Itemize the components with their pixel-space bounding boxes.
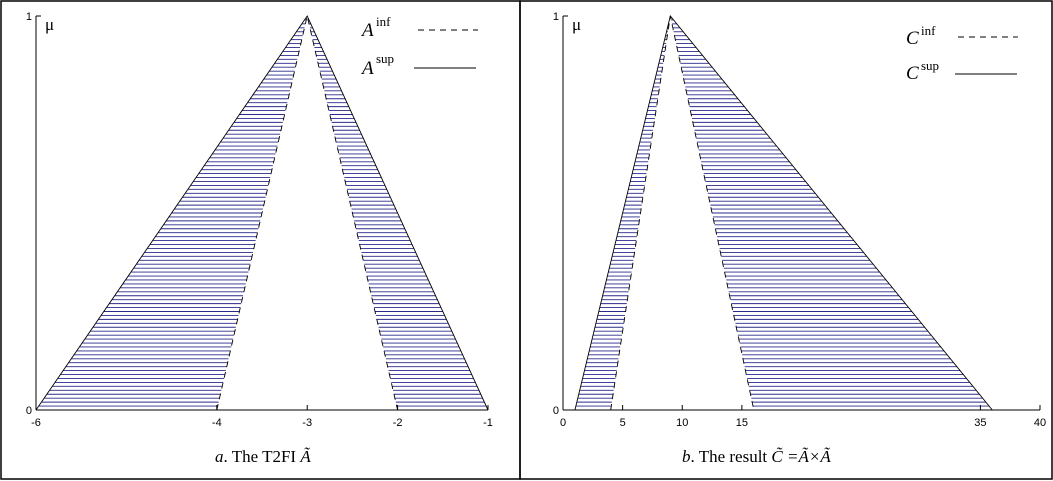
panel-b-ticks: 0 5 10 15 35 40 0 1 <box>553 11 1046 429</box>
panel-a-caption: a. The T2FI Ã <box>215 447 311 466</box>
panel-b-ylabel: μ <box>572 15 581 34</box>
panel-a-legend: A inf A sup <box>360 14 478 79</box>
panel-a-legend-inf-super: inf <box>376 14 391 29</box>
panel-a-caption-letter: a <box>215 447 224 466</box>
x-tick-label: 35 <box>974 417 986 429</box>
panel-b-caption: b. The result C̃ =Ã×Ã <box>682 447 831 466</box>
x-tick-label: 15 <box>736 417 748 429</box>
panel-b-legend-inf-super: inf <box>921 23 936 38</box>
panel-a-caption-text: . The T2FI <box>224 447 301 466</box>
series-inf-line <box>610 15 755 411</box>
panel-b-caption-symbol: C̃ =Ã×Ã <box>771 447 831 466</box>
x-tick-label: 5 <box>620 417 626 429</box>
panel-b-frame <box>519 0 1053 480</box>
panel-a-legend-sup-super: sup <box>376 51 394 66</box>
panel-b-legend-sup-base: C <box>906 63 919 84</box>
panel-a-ylabel: μ <box>45 15 54 34</box>
panel-a-legend-inf-base: A <box>360 20 374 41</box>
y-tick-label: 0 <box>26 405 32 417</box>
series-sup-line <box>35 15 489 411</box>
x-tick-label: 0 <box>560 417 566 429</box>
y-tick-label: 0 <box>553 405 559 417</box>
x-tick-label: 10 <box>676 417 688 429</box>
panel-b-edges <box>574 15 993 411</box>
series-inf-line <box>216 15 399 411</box>
x-tick-label: -6 <box>31 417 41 429</box>
x-tick-label: -1 <box>483 417 493 429</box>
x-tick-label: -4 <box>212 417 222 429</box>
panel-b-legend: C inf C sup <box>906 23 1018 84</box>
panel-a-legend-sup-base: A <box>360 58 374 79</box>
panel-a-edges <box>35 15 489 411</box>
panel-a-ticks: -6 -4 -3 -2 -1 0 1 <box>26 11 493 429</box>
panel-b-caption-letter: b <box>682 447 691 466</box>
panel-b-axes <box>562 16 1040 411</box>
x-tick-label: -2 <box>393 417 403 429</box>
panel-b: 0 5 10 15 35 40 0 1 μ C inf C sup b. The result… <box>553 11 1046 466</box>
panel-a-frame <box>0 0 521 480</box>
y-tick-label: 1 <box>26 11 32 23</box>
x-tick-label: -3 <box>302 417 312 429</box>
panel-b-hatch <box>574 19 993 411</box>
x-tick-label: 40 <box>1034 417 1046 429</box>
panel-b-caption-text: . The result <box>691 447 772 466</box>
panel-b-legend-sup-super: sup <box>921 58 939 73</box>
panel-a-axes <box>35 16 488 411</box>
panel-a: -6 -4 -3 -2 -1 0 1 μ A inf A sup a. The T2FI Ã <box>26 11 493 466</box>
panel-a-hatch <box>36 19 488 411</box>
panel-a-caption-symbol: Ã <box>299 447 311 466</box>
y-tick-label: 1 <box>553 11 559 23</box>
panel-b-legend-inf-base: C <box>906 28 919 49</box>
